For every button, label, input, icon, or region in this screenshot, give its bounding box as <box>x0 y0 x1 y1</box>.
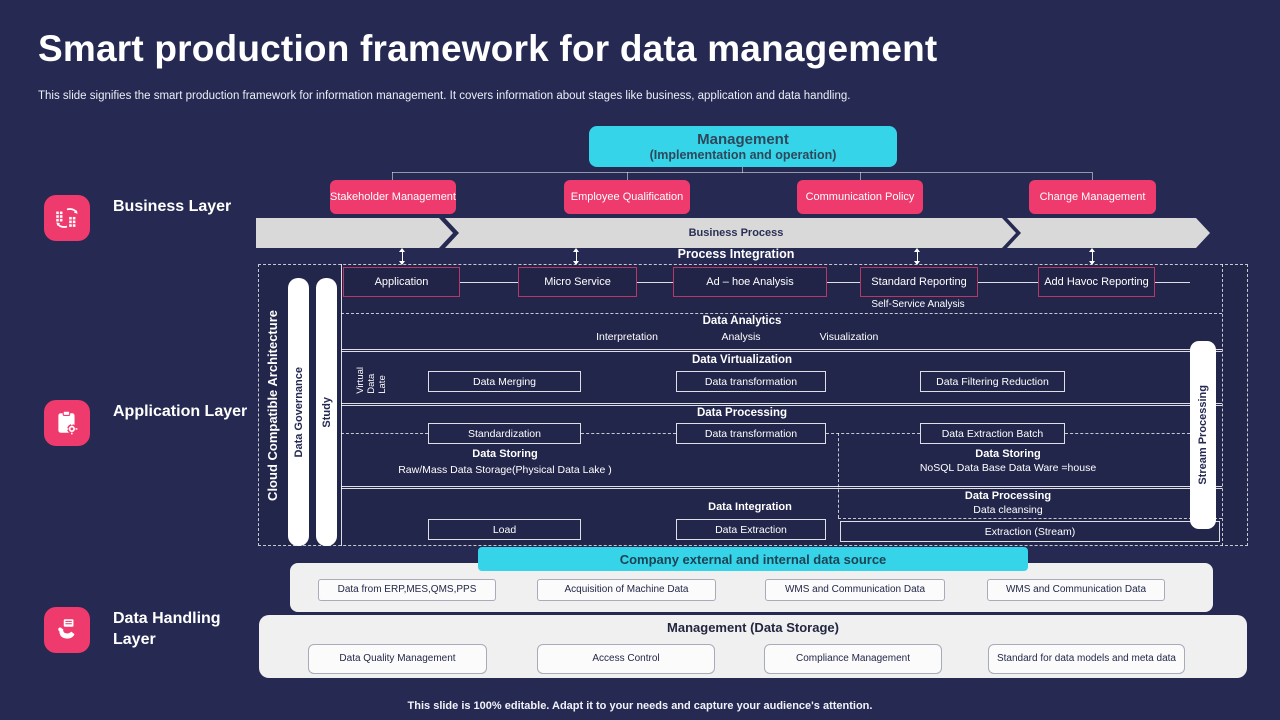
row-sep-dashed <box>341 313 1222 314</box>
business-process-label: Business Process <box>688 227 784 239</box>
page-title: Smart production framework for data mana… <box>38 28 938 69</box>
storage-box-data-quality: Data Quality Management <box>308 644 487 674</box>
box-data-extraction-batch: Data Extraction Batch <box>920 423 1065 444</box>
row-sep-solid <box>341 486 1222 489</box>
box-connector <box>978 282 1038 283</box>
data-virtualization-title: Data Virtualization <box>691 354 793 366</box>
box-data-extraction: Data Extraction <box>676 519 826 540</box>
clipboard-gear-icon <box>44 400 90 446</box>
box-connector <box>827 282 860 283</box>
connector-line <box>392 172 1092 173</box>
box-data-transformation-2: Data transformation <box>676 423 826 444</box>
cloud-architecture-label-wrap: Cloud Compatible Architecture <box>258 264 286 546</box>
virtual-data-late-label: Virtual Data Late <box>354 366 388 394</box>
top-box-adhoc-analysis: Ad – hoe Analysis <box>673 267 827 297</box>
business-box-employee: Employee Qualification <box>564 180 690 214</box>
data-storing-right-text: NoSQL Data Base Data Ware =house <box>919 462 1097 474</box>
business-box-communication: Communication Policy <box>797 180 923 214</box>
rows-right-line <box>1222 264 1223 546</box>
box-data-transformation: Data transformation <box>676 371 826 392</box>
dashed-connector <box>341 433 428 434</box>
data-storing-right-title: Data Storing <box>975 448 1041 460</box>
box-data-merging: Data Merging <box>428 371 581 392</box>
source-box-erp: Data from ERP,MES,QMS,PPS <box>318 579 496 601</box>
storage-box-standards: Standard for data models and meta data <box>988 644 1185 674</box>
connector-stub <box>1092 172 1093 180</box>
dashed-connector <box>826 433 920 434</box>
process-integration-label: Process Integration <box>677 247 795 261</box>
double-arrow-icon <box>1088 248 1097 265</box>
data-storing-left-text: Raw/Mass Data Storage(Physical Data Lake… <box>398 464 612 476</box>
page-subtitle: This slide signifies the smart productio… <box>38 90 851 102</box>
management-subtitle: (Implementation and operation) <box>649 148 837 162</box>
management-box: Management (Implementation and operation… <box>589 126 897 167</box>
data-cleansing-text: Data cleansing <box>973 504 1043 516</box>
source-box-wms-2: WMS and Communication Data <box>987 579 1165 601</box>
business-box-stakeholder: Stakeholder Management <box>330 180 456 214</box>
source-box-wms-1: WMS and Communication Data <box>765 579 945 601</box>
data-governance-label: Data Governance <box>292 366 305 458</box>
connector-stub <box>742 167 743 173</box>
storage-management-title: Management (Data Storage) <box>667 620 839 635</box>
study-label: Study <box>320 396 333 428</box>
dashed-connector <box>1065 433 1190 434</box>
data-handling-layer-label: Data Handling Layer <box>113 610 221 649</box>
buildings-transfer-icon <box>44 195 90 241</box>
hand-data-icon <box>44 607 90 653</box>
data-integration-title: Data Integration <box>708 501 792 513</box>
stream-processing-pill: Stream Processing <box>1190 341 1216 529</box>
self-service-analysis-label: Self-Service Analysis <box>871 299 965 310</box>
business-process-band <box>256 218 1210 248</box>
box-connector <box>637 282 673 283</box>
data-analytics-title: Data Analytics <box>702 315 782 327</box>
study-pill: Study <box>316 278 337 546</box>
box-extraction-stream: Extraction (Stream) <box>840 521 1220 542</box>
storage-box-compliance: Compliance Management <box>764 644 942 674</box>
right-region-dash <box>838 433 839 518</box>
storage-box-access-control: Access Control <box>537 644 715 674</box>
data-processing-right-title: Data Processing <box>964 490 1052 502</box>
top-box-standard-reporting: Standard Reporting <box>860 267 978 297</box>
connector-stub <box>627 172 628 180</box>
connector-stub <box>860 172 861 180</box>
data-storing-left-title: Data Storing <box>472 448 538 460</box>
data-governance-pill: Data Governance <box>288 278 309 546</box>
top-box-application: Application <box>343 267 460 297</box>
right-region-dash-bottom <box>838 518 1222 519</box>
analytics-item-analysis: Analysis <box>721 331 761 343</box>
box-connector <box>1155 282 1190 283</box>
analytics-item-interpretation: Interpretation <box>596 331 658 343</box>
double-arrow-icon <box>913 248 922 265</box>
cloud-architecture-label: Cloud Compatible Architecture <box>264 309 280 501</box>
row-sep-solid <box>341 349 1222 352</box>
connector-stub <box>392 172 393 180</box>
data-source-bar: Company external and internal data sourc… <box>478 547 1028 571</box>
analytics-item-visualization: Visualization <box>819 331 879 343</box>
top-box-micro-service: Micro Service <box>518 267 637 297</box>
box-load: Load <box>428 519 581 540</box>
data-processing-title: Data Processing <box>696 407 788 419</box>
box-data-filtering-reduction: Data Filtering Reduction <box>920 371 1065 392</box>
application-layer-label: Application Layer <box>113 403 248 420</box>
source-box-machine-data: Acquisition of Machine Data <box>537 579 716 601</box>
business-layer-label: Business Layer <box>113 198 232 215</box>
double-arrow-icon <box>572 248 581 265</box>
row-sep-solid <box>341 403 1222 406</box>
box-connector <box>460 282 518 283</box>
footer-note: This slide is 100% editable. Adapt it to… <box>407 700 873 712</box>
stream-processing-label: Stream Processing <box>1197 385 1209 485</box>
dashed-connector <box>581 433 676 434</box>
top-box-add-havoc-reporting: Add Havoc Reporting <box>1038 267 1155 297</box>
double-arrow-icon <box>398 248 407 265</box>
management-title: Management <box>697 131 789 148</box>
business-box-change: Change Management <box>1029 180 1156 214</box>
virtual-data-late-wrap: Virtual Data Late <box>344 356 400 404</box>
box-standardization: Standardization <box>428 423 581 444</box>
